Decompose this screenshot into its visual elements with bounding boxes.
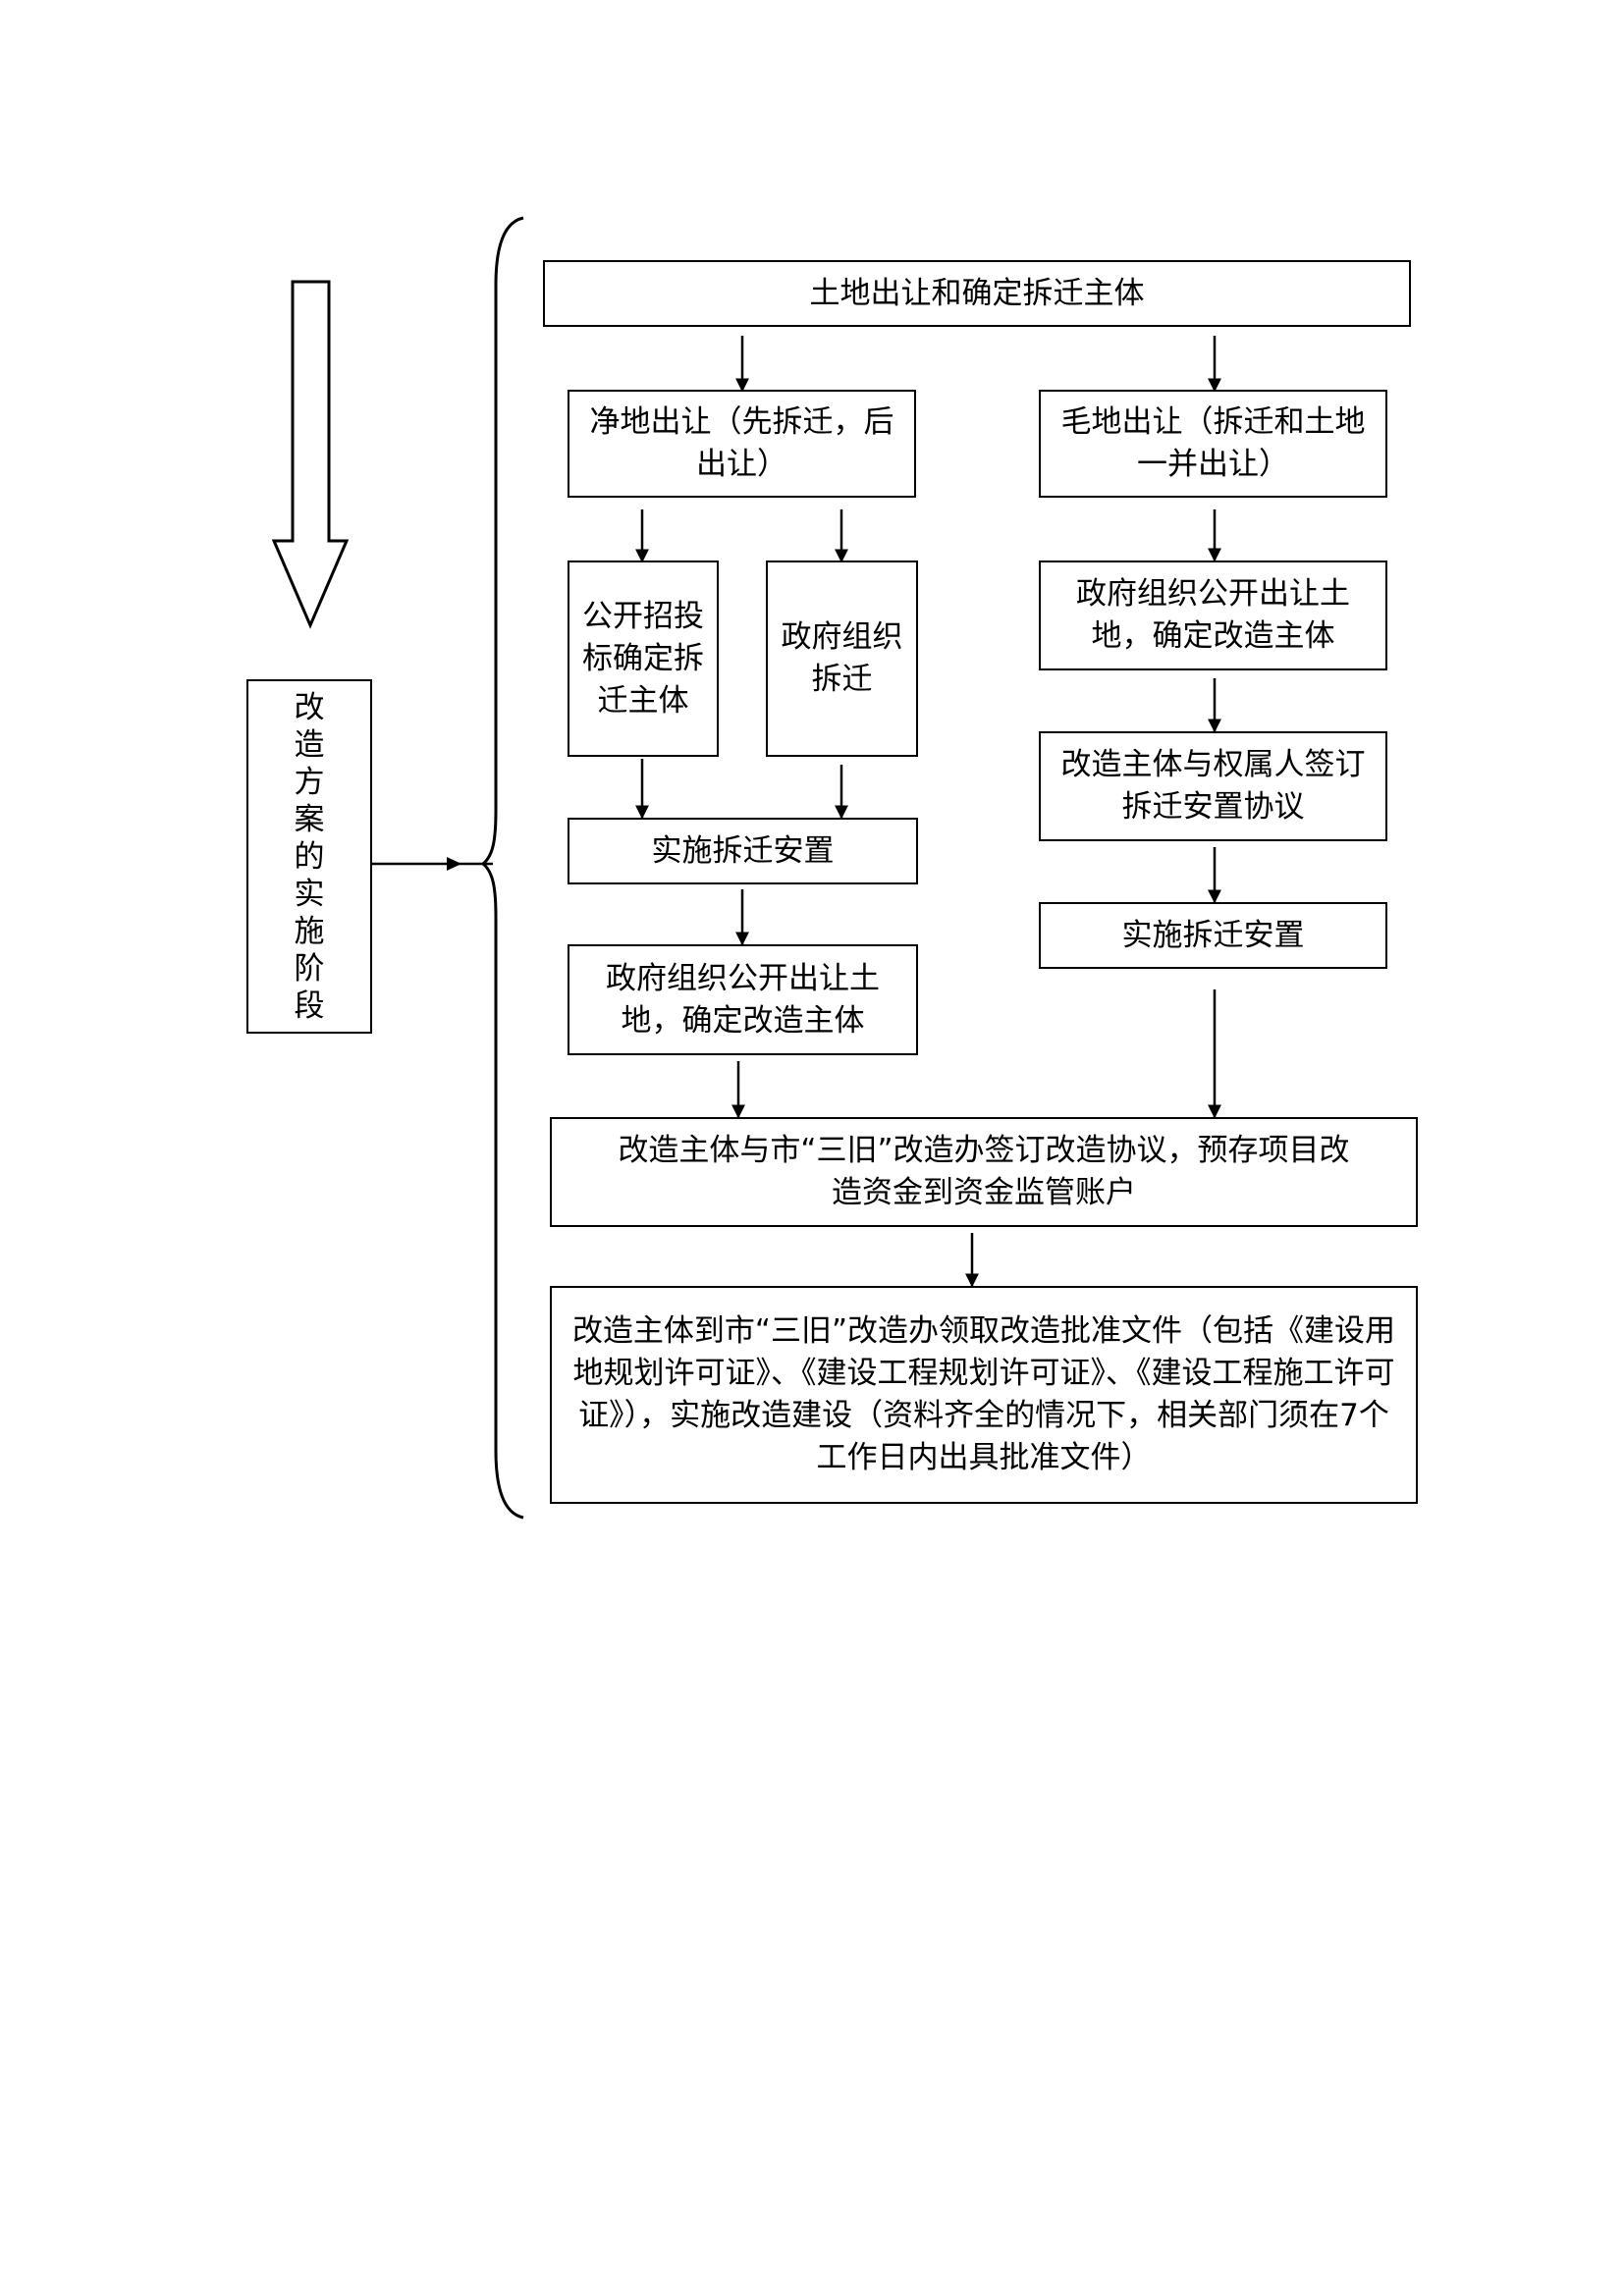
node-resettlement-right: 实施拆迁安置 <box>1039 902 1387 969</box>
phase-label-box: 改造方案的实施阶段 <box>246 679 372 1034</box>
node-gov-land-sale-left: 政府组织公开出让土地，确定改造主体 <box>568 944 918 1055</box>
node-resettlement-left: 实施拆迁安置 <box>568 818 918 884</box>
node-net-land-transfer: 净地出让（先拆迁，后出让） <box>568 390 916 498</box>
node-gov-land-sale-right: 政府组织公开出让土地，确定改造主体 <box>1039 561 1387 670</box>
node-raw-land-transfer: 毛地出让（拆迁和土地一并出让） <box>1039 390 1387 498</box>
node-public-tender: 公开招投标确定拆迁主体 <box>568 561 719 757</box>
node-approval-documents: 改造主体到市“三旧”改造办领取改造批准文件（包括《建设用地规划许可证》、《建设工… <box>550 1286 1418 1504</box>
node-land-transfer: 土地出让和确定拆迁主体 <box>543 260 1411 327</box>
curly-bracket <box>480 216 524 1520</box>
node-gov-demolition: 政府组织拆迁 <box>766 561 918 757</box>
phase-connector-arrowhead <box>447 857 461 871</box>
phase-label: 改造方案的实施阶段 <box>294 689 325 1024</box>
down-arrow-icon <box>271 280 350 629</box>
node-renovation-agreement: 改造主体与市“三旧”改造办签订改造协议，预存项目改造资金到资金监管账户 <box>550 1117 1418 1227</box>
node-sign-owner-agreement: 改造主体与权属人签订拆迁安置协议 <box>1039 731 1387 841</box>
